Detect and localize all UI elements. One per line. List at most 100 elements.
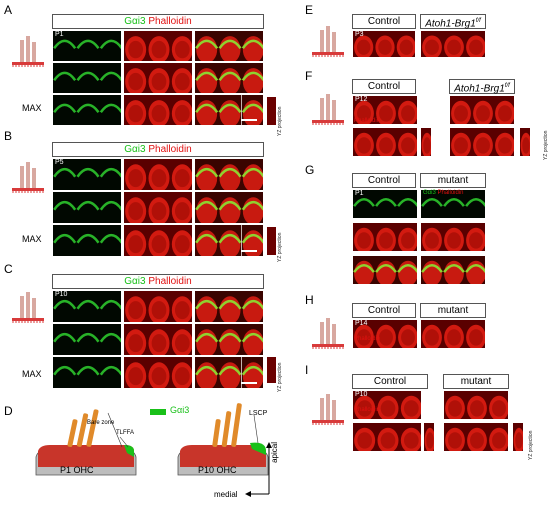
- apical-label: apical: [270, 442, 279, 463]
- f-mutant-header: Atoh1-Brg1f/f: [449, 79, 515, 94]
- micrograph-tile: [123, 62, 193, 94]
- micrograph-tile: [443, 390, 509, 420]
- micrograph-tile: [123, 356, 193, 389]
- micrograph-tile: [52, 94, 122, 126]
- i-control-header: Control: [352, 374, 428, 389]
- micrograph-tile: [420, 319, 486, 349]
- micrograph-tile: [123, 30, 193, 62]
- micrograph-tile: [194, 356, 264, 389]
- mutant-sup: f/f: [475, 18, 481, 24]
- max-label-b: MAX: [22, 234, 42, 244]
- header-phalloidin: Phalloidin: [148, 144, 192, 155]
- header-gai3: Gαi3: [124, 276, 146, 287]
- hair-cell-bundle-icon: [12, 162, 44, 193]
- panel-letter-f: F: [305, 69, 313, 83]
- panel-letter-h: H: [305, 293, 314, 307]
- panel-a-age: P1: [55, 31, 64, 38]
- micrograph-tile: [52, 323, 122, 356]
- max-label-c: MAX: [22, 369, 42, 379]
- scale-bar: [241, 250, 257, 252]
- micrograph-tile: [423, 422, 435, 452]
- hair-cell-bundle-icon: [312, 94, 344, 125]
- micrograph-tile: [123, 158, 193, 191]
- micrograph-tile: [420, 222, 486, 252]
- micrograph-tile: [519, 127, 531, 157]
- micrograph-tile: [420, 189, 486, 219]
- panel-h-age: P14: [355, 320, 368, 327]
- panel-b-yz-inset: [266, 226, 277, 256]
- micrograph-tile: [194, 224, 264, 257]
- stain-red: Phalloidin: [437, 190, 464, 196]
- panel-b-age: P5: [55, 159, 64, 166]
- panel-letter-c: C: [4, 262, 13, 276]
- e-control-header: Control: [352, 14, 416, 29]
- micrograph-tile: [52, 224, 122, 257]
- panel-letter-d: D: [4, 404, 13, 418]
- micrograph-tile: [352, 189, 418, 219]
- micrograph-tile: [52, 191, 122, 224]
- scale-bar: [241, 119, 257, 121]
- micrograph-tile: [194, 191, 264, 224]
- hair-cell-bundle-icon: [312, 394, 344, 425]
- g-control-header: Control: [352, 173, 416, 188]
- panel-letter-e: E: [305, 3, 314, 17]
- hair-cell-bundle-icon: [312, 318, 344, 349]
- i-mutant-header: mutant: [443, 374, 509, 389]
- micrograph-tile: [123, 191, 193, 224]
- panel-letter-i: I: [305, 363, 309, 377]
- scale-bar: [241, 382, 257, 384]
- axis-arrows: [245, 442, 272, 497]
- panel-c-header: Gαi3 Phalloidin: [52, 274, 264, 289]
- panel-letter-b: B: [4, 129, 13, 143]
- micrograph-tile: [194, 94, 264, 126]
- panel-g-age: P1: [355, 190, 364, 197]
- micrograph-tile: [123, 290, 193, 323]
- panel-f-stain: Phalloidin: [354, 118, 381, 124]
- micrograph-tile: [194, 290, 264, 323]
- panel-f-yz-label: YZ projection: [543, 130, 549, 160]
- panel-g-stain: Gαi3 Phalloidin: [423, 190, 464, 196]
- lscp-label: LSCP: [249, 410, 268, 417]
- hair-cell-bundle-icon: [12, 292, 44, 323]
- panel-c-yz-inset: [266, 356, 277, 384]
- micrograph-tile: [352, 95, 418, 125]
- micrograph-tile: [123, 323, 193, 356]
- tlffa-label: TLFFA: [116, 430, 135, 436]
- gai3-legend-swatch: [150, 409, 166, 415]
- micrograph-tile: [194, 158, 264, 191]
- mutant-name: Atoh1-Brg1: [425, 18, 476, 30]
- header-phalloidin: Phalloidin: [148, 16, 192, 27]
- panel-h-stain: Phalloidin: [354, 336, 381, 342]
- micrograph-tile: [52, 356, 122, 389]
- panel-i-stain: Phalloidin: [354, 407, 381, 413]
- hair-cell-bundle-icon: [12, 36, 44, 67]
- panel-c-yz-label: YZ projection: [277, 362, 283, 392]
- micrograph-tile: [194, 323, 264, 356]
- max-label-a: MAX: [22, 103, 42, 113]
- micrograph-tile: [420, 30, 486, 58]
- micrograph-tile: [352, 255, 418, 285]
- panel-i-age: P10: [355, 391, 368, 398]
- header-phalloidin: Phalloidin: [148, 276, 192, 287]
- bare-zone-label: Bare zone: [87, 420, 115, 426]
- panel-b-header: Gαi3 Phalloidin: [52, 142, 264, 157]
- p1-ohc-label: P1 OHC: [60, 465, 94, 475]
- micrograph-tile: [420, 255, 486, 285]
- hair-cell-bundle-icon: [312, 26, 344, 57]
- micrograph-tile: [52, 30, 122, 62]
- micrograph-tile: [352, 127, 418, 157]
- panel-f-age: P12: [355, 96, 368, 103]
- medial-label: medial: [214, 490, 238, 499]
- panel-letter-g: G: [305, 163, 315, 177]
- micrograph-tile: [449, 127, 515, 157]
- micrograph-tile: [352, 30, 416, 58]
- micrograph-tile: [352, 390, 422, 420]
- p10-ohc-schematic: [177, 403, 269, 476]
- micrograph-tile: [443, 422, 509, 452]
- yz-slice-line: [241, 357, 242, 388]
- micrograph-tile: [52, 62, 122, 94]
- panel-a-header: Gαi3 Phalloidin: [52, 14, 264, 29]
- micrograph-tile: [449, 95, 515, 125]
- panel-c-age: P10: [55, 291, 68, 298]
- yz-slice-line: [241, 225, 242, 256]
